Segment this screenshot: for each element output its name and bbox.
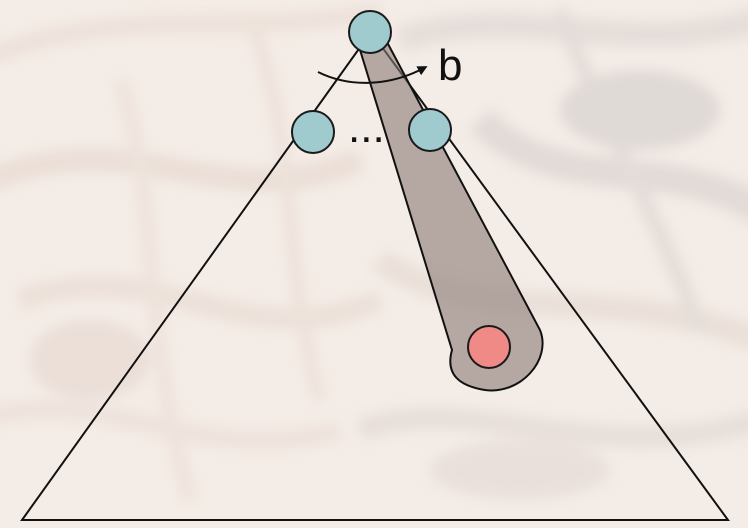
- child-node-left: [291, 110, 335, 154]
- target-node: [467, 325, 511, 369]
- root-node: [348, 10, 392, 54]
- ellipsis-label: ...: [348, 103, 385, 152]
- branch-arrow: [317, 66, 428, 84]
- child-node-right: [408, 108, 452, 152]
- tree-triangle: [20, 30, 730, 521]
- branch-label: b: [438, 41, 462, 90]
